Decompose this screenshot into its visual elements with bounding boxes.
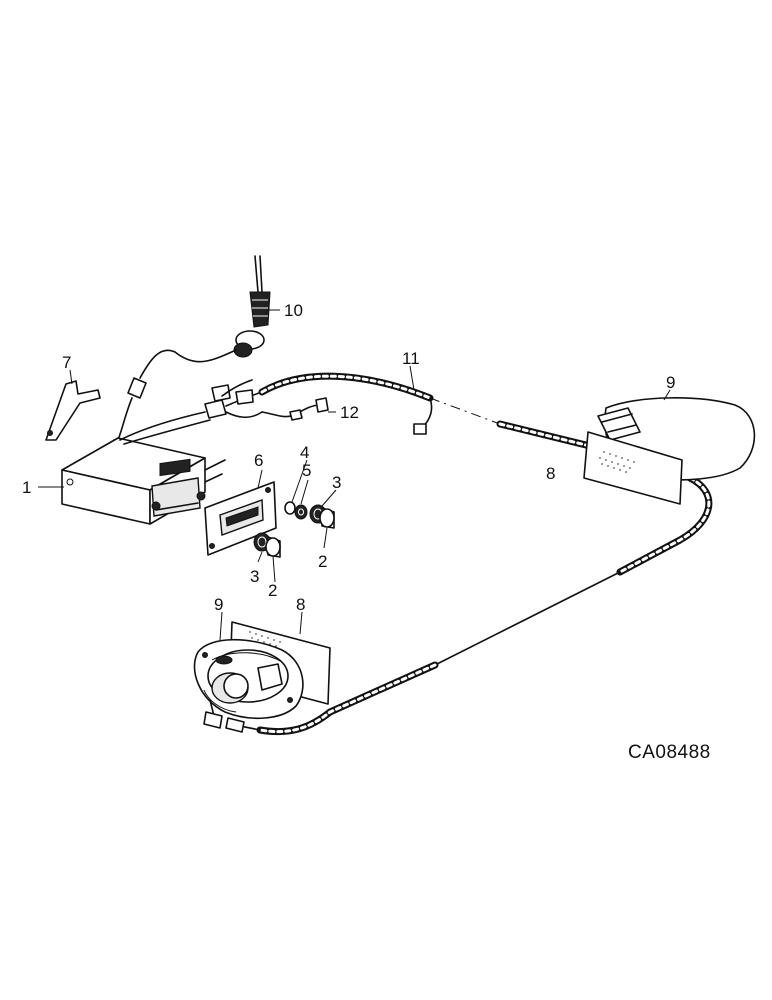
callout-1: 1 bbox=[22, 478, 31, 497]
knob-set-lower bbox=[253, 532, 281, 558]
callout-5: 5 bbox=[302, 461, 311, 480]
callout-9: 9 bbox=[666, 373, 675, 392]
pigtail-connector bbox=[261, 397, 329, 421]
leader-lines bbox=[38, 309, 671, 641]
callout-2: 2 bbox=[268, 581, 277, 600]
callout-8: 8 bbox=[296, 595, 305, 614]
mounting-bracket bbox=[45, 380, 101, 441]
callout-8: 8 bbox=[546, 464, 555, 483]
callout-3: 3 bbox=[250, 567, 259, 586]
antenna bbox=[107, 255, 271, 459]
speaker-grille-upper bbox=[583, 431, 683, 505]
callout-labels: 1 2 2 3 3 4 5 6 7 8 8 9 9 10 11 12 bbox=[22, 301, 675, 614]
callout-10: 10 bbox=[284, 301, 303, 320]
speaker-cable bbox=[234, 372, 713, 736]
speaker-lower bbox=[193, 638, 304, 733]
callout-7: 7 bbox=[62, 353, 71, 372]
bezel-plate bbox=[204, 481, 277, 556]
callout-12: 12 bbox=[340, 403, 359, 422]
callout-2: 2 bbox=[318, 552, 327, 571]
callout-3: 3 bbox=[332, 473, 341, 492]
grille-perforations-upper bbox=[599, 451, 635, 473]
callout-11: 11 bbox=[402, 349, 420, 368]
reference-code: CA08488 bbox=[628, 742, 711, 763]
washer-nut-set bbox=[284, 501, 308, 520]
knob-set-upper bbox=[309, 504, 335, 529]
radio-unit bbox=[61, 379, 263, 525]
grille-perforations-lower bbox=[249, 631, 281, 647]
callout-6: 6 bbox=[254, 451, 263, 470]
callout-9: 9 bbox=[214, 595, 223, 614]
callout-4: 4 bbox=[300, 443, 309, 462]
